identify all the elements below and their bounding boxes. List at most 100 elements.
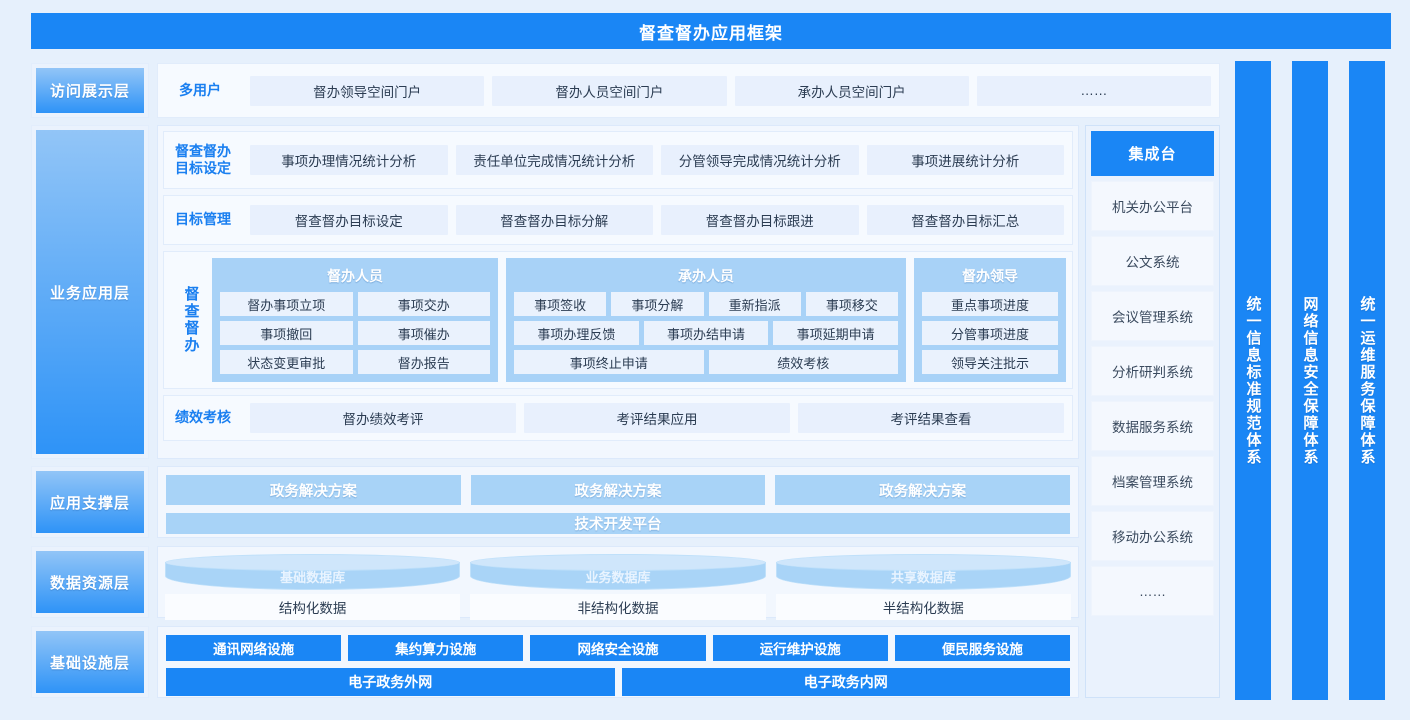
function-cell[interactable]: 事项办结申请 xyxy=(643,321,769,345)
group-undertaker-staff: 承办人员 事项签收 事项分解 重新指派 事项移交 事项办理反馈 事项办结申请 事… xyxy=(506,258,906,382)
performance-chip[interactable]: 考评结果查看 xyxy=(798,403,1064,433)
solution-chip[interactable]: 政务解决方案 xyxy=(775,475,1071,505)
database-cylinder-icon: 基础数据库 xyxy=(165,554,461,590)
function-cell[interactable]: 事项交办 xyxy=(357,292,490,316)
business-layer-panel: 督查督办 目标设定 事项办理情况统计分析 责任单位完成情况统计分析 分管领导完成… xyxy=(157,125,1079,459)
layer-label-business: 业务应用层 xyxy=(31,125,149,459)
function-cell[interactable]: 重点事项进度 xyxy=(922,292,1058,316)
data-resource-panel: 基础数据库 结构化数据 业务数据库 非结构化数据 共享数据库 半结构化数据 xyxy=(157,546,1079,620)
database-subtype[interactable]: 半结构化数据 xyxy=(775,594,1071,620)
database-subtype[interactable]: 结构化数据 xyxy=(165,594,461,620)
goal-setting-title-line1: 督查督办 xyxy=(175,142,231,159)
function-cell[interactable]: 状态变更审批 xyxy=(220,350,353,374)
support-layer-panel: 政务解决方案 政务解决方案 政务解决方案 技术开发平台 xyxy=(157,466,1079,538)
portal-chip[interactable]: 督办领导空间门户 xyxy=(250,75,485,106)
analysis-chip[interactable]: 责任单位完成情况统计分析 xyxy=(455,145,653,175)
layer-label-data-text: 数据资源层 xyxy=(36,551,144,613)
database-row: 基础数据库 结构化数据 业务数据库 非结构化数据 共享数据库 半结构化数据 xyxy=(165,554,1071,620)
goal-setting-title: 督查督办 目标设定 xyxy=(164,143,242,178)
facility-chip[interactable]: 便民服务设施 xyxy=(894,635,1071,661)
facility-chip[interactable]: 通讯网络设施 xyxy=(166,635,342,661)
network-chip[interactable]: 电子政务内网 xyxy=(621,668,1070,696)
group-row: 领导关注批示 xyxy=(922,350,1058,374)
portal-chip[interactable]: 督办人员空间门户 xyxy=(492,75,727,106)
function-cell[interactable]: 重新指派 xyxy=(708,292,801,316)
function-cell[interactable]: 绩效考核 xyxy=(708,350,898,374)
goal-chip[interactable]: 督查督办目标设定 xyxy=(250,205,448,235)
function-cell[interactable]: 事项办理反馈 xyxy=(514,321,639,345)
integration-item-mobile-office-system[interactable]: 移动办公系统 xyxy=(1091,511,1214,561)
analysis-chip[interactable]: 事项进展统计分析 xyxy=(866,145,1064,175)
function-cell[interactable]: 事项终止申请 xyxy=(514,350,704,374)
group-row: 事项终止申请 绩效考核 xyxy=(514,350,898,374)
integration-item-more[interactable]: …… xyxy=(1091,566,1214,616)
group-row: 事项办理反馈 事项办结申请 事项延期申请 xyxy=(514,321,899,345)
goal-setting-chip-list: 事项办理情况统计分析 责任单位完成情况统计分析 分管领导完成情况统计分析 事项进… xyxy=(242,145,1072,175)
analysis-chip[interactable]: 分管领导完成情况统计分析 xyxy=(661,145,859,175)
group-supervisor-staff: 督办人员 督办事项立项 事项交办 事项撤回 事项催办 状态变更审批 督办报告 xyxy=(212,258,498,382)
network-row: 电子政务外网 电子政务内网 xyxy=(166,668,1070,696)
portal-chip[interactable]: 承办人员空间门户 xyxy=(734,75,969,106)
integration-item-document-system[interactable]: 公文系统 xyxy=(1091,236,1214,286)
integration-item-archive-system[interactable]: 档案管理系统 xyxy=(1091,456,1214,506)
goal-setting-title-line2: 目标设定 xyxy=(175,160,231,176)
integration-item-analysis-system[interactable]: 分析研判系统 xyxy=(1091,346,1214,396)
database-cylinder-icon: 共享数据库 xyxy=(775,554,1071,590)
layer-label-support-text: 应用支撑层 xyxy=(36,471,144,533)
group-rows: 重点事项进度 分管事项进度 领导关注批示 xyxy=(922,292,1058,374)
function-cell[interactable]: 事项签收 xyxy=(514,292,607,316)
database-column: 基础数据库 结构化数据 xyxy=(165,554,461,620)
solution-chip[interactable]: 政务解决方案 xyxy=(166,475,461,505)
function-cell[interactable]: 事项催办 xyxy=(357,321,490,345)
database-label: 业务数据库 xyxy=(585,570,651,585)
solution-chip[interactable]: 政务解决方案 xyxy=(470,475,766,505)
goal-chip[interactable]: 督查督办目标分解 xyxy=(455,205,653,235)
group-row: 重点事项进度 xyxy=(922,292,1058,316)
analysis-chip[interactable]: 事项办理情况统计分析 xyxy=(250,145,448,175)
network-chip[interactable]: 电子政务外网 xyxy=(166,668,615,696)
database-label: 基础数据库 xyxy=(280,570,346,585)
group-title: 承办人员 xyxy=(678,268,734,284)
access-chip-list: 督办领导空间门户 督办人员空间门户 承办人员空间门户 …… xyxy=(242,75,1219,106)
integration-item-meeting-system[interactable]: 会议管理系统 xyxy=(1091,291,1214,341)
sidebar-standard-system: 统一信息标准规范体系 xyxy=(1235,61,1271,700)
integration-platform-column: 集成台 机关办公平台 公文系统 会议管理系统 分析研判系统 数据服务系统 档案管… xyxy=(1085,125,1220,698)
facility-chip[interactable]: 运行维护设施 xyxy=(712,635,888,661)
portal-chip-more[interactable]: …… xyxy=(976,75,1211,106)
function-cell[interactable]: 事项撤回 xyxy=(220,321,353,345)
goal-chip[interactable]: 督查督办目标跟进 xyxy=(661,205,859,235)
layer-label-access-text: 访问展示层 xyxy=(36,68,144,113)
cylinder-top xyxy=(165,554,461,571)
database-column: 共享数据库 半结构化数据 xyxy=(775,554,1071,620)
dev-platform-chip[interactable]: 技术开发平台 xyxy=(166,513,1070,534)
supervision-section: 督查督办 督办人员 督办事项立项 事项交办 事项撤回 事项催办 状态变更审批 督… xyxy=(163,251,1073,389)
performance-chip[interactable]: 考评结果应用 xyxy=(524,403,790,433)
facility-row: 通讯网络设施 集约算力设施 网络安全设施 运行维护设施 便民服务设施 xyxy=(166,635,1071,661)
performance-title: 绩效考核 xyxy=(175,409,231,426)
function-cell[interactable]: 督办事项立项 xyxy=(220,292,353,316)
integration-item-office-platform[interactable]: 机关办公平台 xyxy=(1091,181,1214,231)
integration-title: 集成台 xyxy=(1091,131,1214,176)
performance-chip-list: 督办绩效考评 考评结果应用 考评结果查看 xyxy=(242,403,1072,433)
database-label: 共享数据库 xyxy=(890,570,956,585)
group-rows: 事项签收 事项分解 重新指派 事项移交 事项办理反馈 事项办结申请 事项延期申请… xyxy=(514,292,899,374)
function-cell[interactable]: 领导关注批示 xyxy=(922,350,1058,374)
facility-chip[interactable]: 集约算力设施 xyxy=(348,635,524,661)
goal-setting-section: 督查督办 目标设定 事项办理情况统计分析 责任单位完成情况统计分析 分管领导完成… xyxy=(163,131,1073,189)
supervision-title: 督查督办 xyxy=(182,286,200,354)
function-cell[interactable]: 事项分解 xyxy=(611,292,704,316)
database-subtype[interactable]: 非结构化数据 xyxy=(470,594,766,620)
performance-chip[interactable]: 督办绩效考评 xyxy=(250,403,516,433)
layer-label-support: 应用支撑层 xyxy=(31,466,149,538)
function-cell[interactable]: 事项延期申请 xyxy=(773,321,899,345)
infrastructure-panel: 通讯网络设施 集约算力设施 网络安全设施 运行维护设施 便民服务设施 电子政务外… xyxy=(157,626,1079,698)
function-cell[interactable]: 分管事项进度 xyxy=(922,321,1058,345)
goal-chip[interactable]: 督查督办目标汇总 xyxy=(866,205,1064,235)
solution-row: 政务解决方案 政务解决方案 政务解决方案 xyxy=(166,475,1071,505)
facility-chip[interactable]: 网络安全设施 xyxy=(530,635,706,661)
function-cell[interactable]: 事项移交 xyxy=(805,292,898,316)
function-cell[interactable]: 督办报告 xyxy=(357,350,490,374)
integration-item-data-service-system[interactable]: 数据服务系统 xyxy=(1091,401,1214,451)
group-rows: 督办事项立项 事项交办 事项撤回 事项催办 状态变更审批 督办报告 xyxy=(220,292,490,374)
group-row: 事项撤回 事项催办 xyxy=(220,321,490,345)
